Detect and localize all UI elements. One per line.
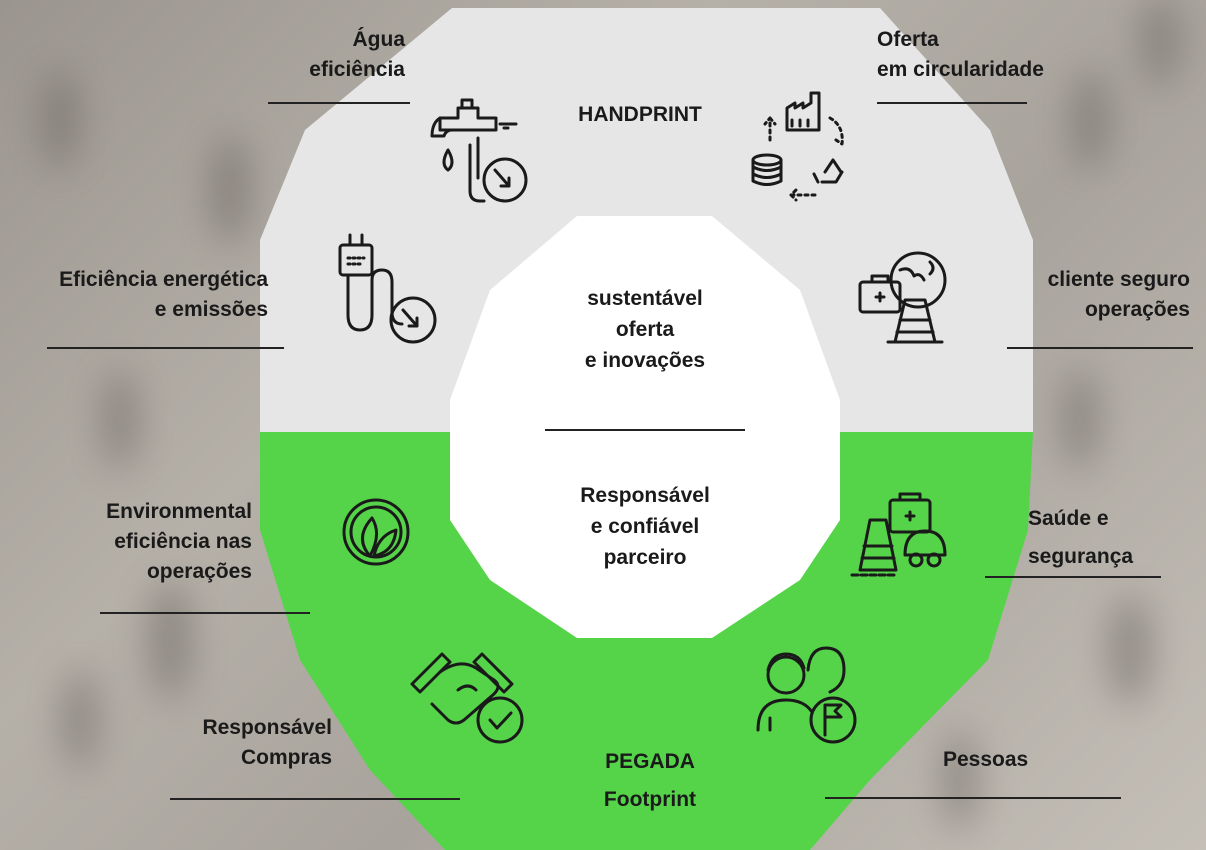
leaf-icon — [342, 498, 410, 566]
handprint-title: HANDPRINT — [578, 103, 702, 126]
label-cliente-line-2: operações — [1084, 298, 1190, 321]
rule-saude — [985, 576, 1161, 578]
rule-environmental — [100, 612, 310, 614]
label-saude-line-2: segurança — [1028, 545, 1134, 568]
handshake-check-icon — [410, 652, 524, 744]
center-upper-line-2: oferta — [615, 318, 675, 341]
factory-recycle-coins-icon — [751, 91, 844, 202]
footprint-region — [260, 432, 1033, 850]
rule-pessoas — [825, 797, 1121, 799]
label-agua-line-1: Água — [352, 28, 406, 51]
rule-cliente — [1007, 347, 1193, 349]
rule-compras — [170, 798, 460, 800]
label-environmental-line-2: eficiência nas — [114, 530, 252, 553]
people-flag-icon — [756, 646, 857, 744]
label-cliente-line-1: cliente seguro — [1047, 268, 1190, 291]
label-cliente: cliente seguro operações — [990, 265, 1190, 325]
footprint-title-line1: PEGADA — [605, 750, 695, 773]
footprint-title: PEGADA Footprint — [550, 743, 750, 819]
label-oferta-line-2: em circularidade — [877, 58, 1044, 81]
label-energia: Eficiência energética e emissões — [10, 265, 268, 325]
label-energia-line-2: e emissões — [154, 298, 268, 321]
label-pessoas-line-1: Pessoas — [943, 748, 1029, 771]
medkit-globe-cone-icon — [858, 251, 947, 344]
center-lower-line-3: parceiro — [603, 546, 687, 569]
center-upper-text: sustentável oferta e inovações — [540, 283, 750, 376]
rule-oferta — [877, 102, 1027, 104]
center-lower-line-1: Responsável — [580, 484, 710, 507]
center-lower-text: Responsável e confiável parceiro — [540, 480, 750, 573]
label-environmental-line-1: Environmental — [106, 500, 252, 523]
label-compras-line-1: Responsável — [202, 716, 332, 739]
label-oferta-line-1: Oferta — [877, 28, 939, 51]
label-saude: Saúde e segurança — [1028, 500, 1178, 576]
label-agua-line-2: eficiência — [309, 58, 405, 81]
label-oferta: Oferta em circularidade — [877, 25, 1107, 85]
label-compras: Responsável Compras — [150, 713, 332, 773]
footprint-title-line2: Footprint — [603, 788, 697, 811]
label-compras-line-2: Compras — [240, 746, 332, 769]
label-environmental: Environmental eficiência nas operações — [60, 497, 252, 587]
medkit-cone-helmet-icon — [850, 492, 947, 577]
center-octagon — [450, 216, 840, 638]
label-pessoas: Pessoas — [943, 745, 1093, 775]
rule-agua — [268, 102, 410, 104]
faucet-water-drop-icon — [430, 98, 528, 203]
label-environmental-line-3: operações — [146, 560, 252, 583]
label-agua: Água eficiência — [220, 25, 405, 85]
label-saude-line-1: Saúde e — [1028, 507, 1109, 530]
rule-energia — [47, 347, 284, 349]
center-upper-line-3: e inovações — [584, 349, 706, 372]
plug-energy-icon — [338, 233, 437, 344]
label-energia-line-1: Eficiência energética — [59, 268, 268, 291]
center-lower-line-2: e confiável — [590, 515, 700, 538]
center-upper-line-1: sustentável — [587, 287, 703, 310]
